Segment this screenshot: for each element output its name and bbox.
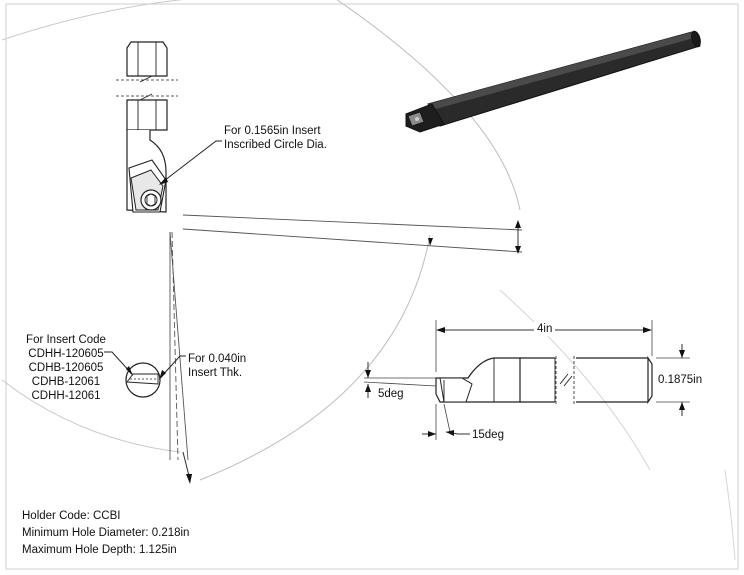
end-view-holder: [116, 41, 178, 213]
leader-inscribed-arrow: [159, 177, 168, 185]
construction-arc-left: [1, 379, 181, 453]
insert-code-heading: For Insert Code: [26, 334, 106, 346]
info-max-hole-depth: Maximum Hole Depth: 1.125in: [22, 544, 177, 556]
construction-arc-corner: [724, 469, 736, 561]
thickness-arrow: [186, 474, 192, 484]
callout-thickness-line1: For 0.040in: [188, 353, 247, 365]
callout-inscribed-line2: Inscribed Circle Dia.: [224, 139, 327, 151]
insert-code-2: CDHB-120605: [28, 362, 104, 374]
angle5-ext-b: [363, 381, 437, 387]
callout-inscribed-line1: For 0.1565in Insert: [224, 125, 321, 137]
callout-thickness-line2: Insert Thk.: [188, 367, 243, 379]
insert-code-3: CDHB-12061: [31, 376, 101, 388]
dim-diameter: 0.1875in: [658, 374, 703, 386]
dim-side-angle: 15deg: [472, 429, 504, 441]
detail-circle: [125, 362, 161, 398]
leader-thickness: [159, 355, 186, 379]
angle-arrow-down: [515, 246, 521, 254]
sheet-border: [5, 3, 739, 570]
angle5-arrow-bottom: [365, 384, 371, 392]
iso-boring-bar: [405, 30, 701, 133]
side-view-holder: [435, 356, 653, 406]
angle-arrow-up: [515, 220, 521, 228]
construction-arc-far: [499, 289, 651, 471]
detail-insert: [126, 373, 159, 385]
dia-arrow-bottom: [679, 402, 685, 410]
thickness-line-a: [169, 231, 189, 461]
angle15-arrow-right: [446, 430, 454, 436]
length-arrow-left: [436, 327, 445, 333]
leader-insert-code: [104, 351, 133, 375]
construction-arc-top: [1, 0, 184, 41]
angle15-arrow-left: [428, 431, 436, 437]
length-arrow-right: [643, 327, 652, 333]
info-min-hole-diameter: Minimum Hole Diameter: 0.218in: [22, 527, 190, 539]
dia-arrow-top: [679, 350, 685, 358]
arc-arrow-end: [428, 238, 433, 246]
leader-insert-code-arrow: [126, 366, 133, 376]
leader-inscribed: [159, 140, 222, 185]
angle-line-upper: [182, 214, 523, 231]
construction-arc-lower: [199, 234, 431, 481]
info-holder-code: Holder Code: CCBI: [22, 510, 121, 522]
angle5-arrow-top: [365, 370, 371, 378]
leader-thickness-arrow: [159, 370, 166, 380]
dim-length: 4in: [534, 322, 556, 336]
thickness-line-b: [171, 231, 179, 461]
angle-line-lower: [182, 228, 523, 253]
angle15-ext-b: [443, 403, 451, 433]
insert-code-4: CDHH-12061: [31, 390, 101, 402]
insert-code-1: CDHH-120605: [28, 348, 104, 360]
dim-end-angle: 5deg: [378, 388, 404, 400]
